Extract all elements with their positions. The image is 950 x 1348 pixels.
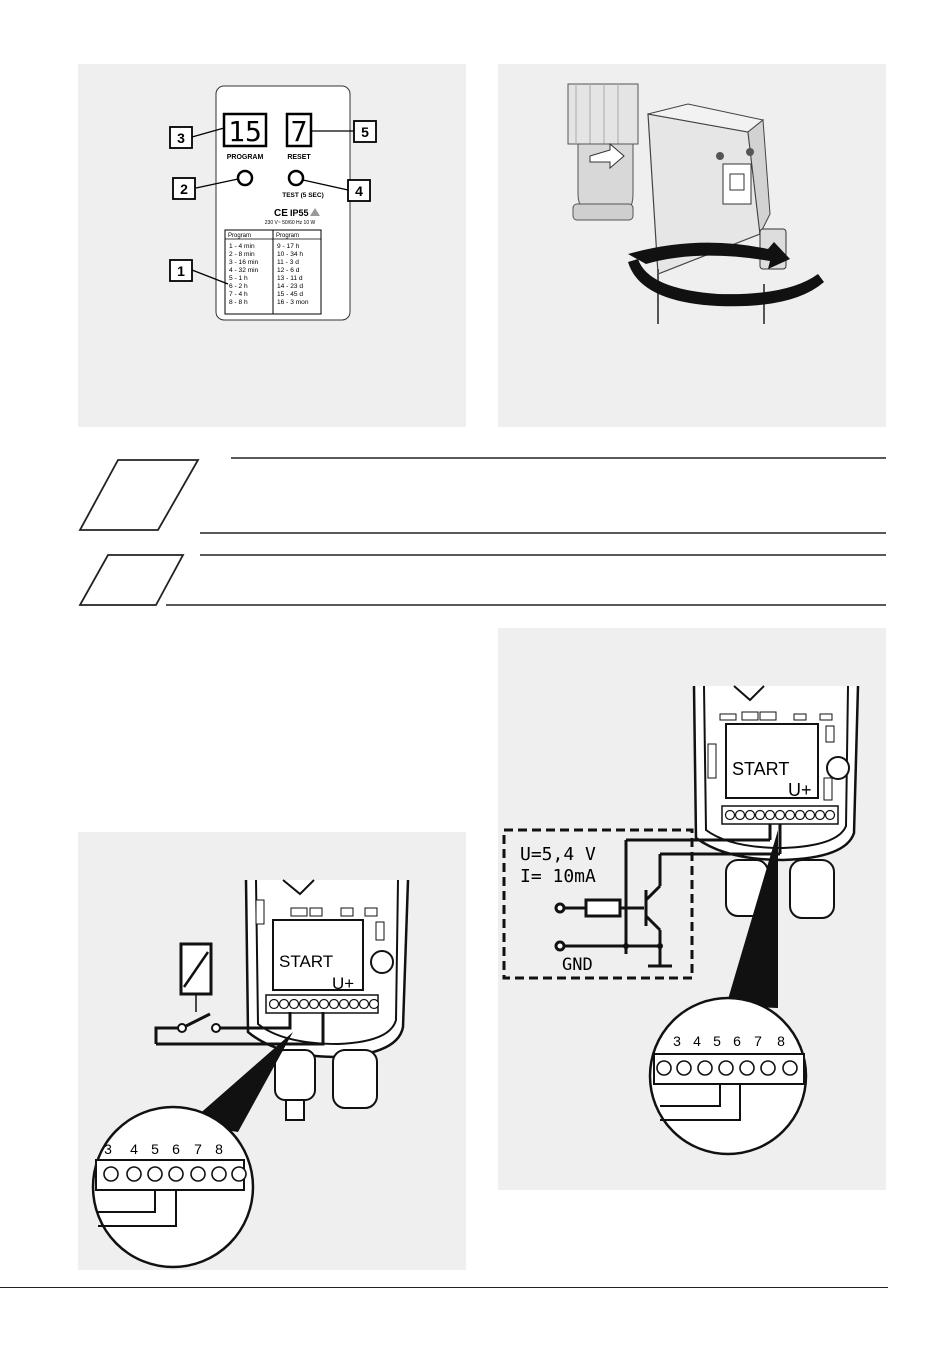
- reset-label: RESET: [287, 154, 311, 161]
- callout-2: 2: [172, 177, 196, 200]
- svg-text:5 - 1 h: 5 - 1 h: [229, 275, 248, 282]
- svg-text:4 - 32 min: 4 - 32 min: [229, 267, 259, 274]
- svg-text:6: 6: [172, 1141, 180, 1157]
- svg-text:1 - 4 min: 1 - 4 min: [229, 243, 255, 250]
- uplus-label: U+: [332, 974, 354, 993]
- switch-contact: [177, 1023, 187, 1033]
- circuit-board: [272, 919, 364, 991]
- rating-label: 230 V~ 50/60 Hz 10 W: [265, 220, 316, 226]
- svg-text:13 - 11 d: 13 - 11 d: [277, 275, 303, 282]
- test-button: [287, 169, 305, 187]
- svg-text:6 - 2 h: 6 - 2 h: [229, 283, 248, 290]
- voltage-label: U=5,4 V: [520, 844, 596, 865]
- svg-text:4: 4: [693, 1033, 701, 1049]
- svg-text:2: 2: [180, 181, 188, 197]
- svg-text:3 - 16 min: 3 - 16 min: [229, 259, 259, 266]
- program-display: [222, 112, 268, 148]
- front-panel-figure: 15 PROGRAM 7 RESET TEST (5 SEC) CE IP55 …: [78, 64, 466, 427]
- svg-text:15 - 45 d: 15 - 45 d: [277, 291, 303, 298]
- cable-gland-right-2: [789, 859, 835, 919]
- svg-text:8: 8: [215, 1141, 223, 1157]
- mounting-figure: [498, 64, 886, 427]
- direction-arrow-icon: [589, 142, 625, 170]
- callout-1: 1: [169, 259, 193, 282]
- footer-rule: [0, 1287, 888, 1288]
- svg-text:12 - 6 d: 12 - 6 d: [277, 267, 300, 274]
- transistor-circuit: [554, 824, 782, 968]
- zoom-indicator: [188, 1032, 293, 1132]
- svg-text:5: 5: [151, 1141, 159, 1157]
- wiring-contact-figure: START U+ 3 4 5 6 7 8: [78, 832, 466, 1270]
- table-right-column: 9 - 17 h 10 - 34 h 11 - 3 d 12 - 6 d 13 …: [277, 243, 309, 306]
- program-display-value: 15: [228, 115, 262, 148]
- svg-text:8: 8: [777, 1033, 785, 1049]
- table-left-column: 1 - 4 min 2 - 8 min 3 - 16 min 4 - 32 mi…: [229, 243, 259, 306]
- note-icon-1: [78, 459, 200, 531]
- callout-5: 5: [353, 120, 377, 143]
- circuit-board-2: [725, 723, 819, 799]
- wiring-transistor-figure: START U+ U=5,4 V I= 10mA GND: [498, 628, 886, 1190]
- callout-4: 4: [347, 179, 371, 202]
- gnd-label: GND: [562, 955, 593, 975]
- svg-text:4: 4: [355, 183, 363, 199]
- program-label: PROGRAM: [227, 154, 264, 161]
- svg-text:4: 4: [130, 1141, 138, 1157]
- svg-text:7: 7: [754, 1033, 762, 1049]
- svg-text:5: 5: [713, 1033, 721, 1049]
- svg-text:1: 1: [177, 263, 185, 279]
- current-label: I= 10mA: [520, 866, 596, 887]
- ce-mark: CE: [274, 208, 288, 219]
- table-header-left: Program: [228, 233, 251, 239]
- svg-text:14 - 23 d: 14 - 23 d: [277, 283, 303, 290]
- callout-3: 3: [169, 126, 193, 149]
- svg-text:7 - 4 h: 7 - 4 h: [229, 291, 248, 298]
- note-rows: [78, 457, 886, 606]
- svg-text:3: 3: [177, 130, 185, 146]
- svg-text:16 - 3 mon: 16 - 3 mon: [277, 299, 309, 306]
- svg-text:5: 5: [361, 124, 369, 140]
- pipe-fitting: [567, 83, 639, 145]
- start-label: START: [279, 952, 333, 971]
- svg-text:7: 7: [194, 1141, 202, 1157]
- svg-text:8 - 8 h: 8 - 8 h: [229, 299, 248, 306]
- cable-gland-right: [332, 1049, 378, 1109]
- terminal-strip: [265, 994, 380, 1014]
- table-header-right: Program: [276, 233, 299, 239]
- cable-gland-left: [274, 1049, 316, 1101]
- note-icon-2: [78, 554, 185, 606]
- start-label-2: START: [732, 759, 789, 779]
- zoom-indicator-2: [726, 830, 778, 1008]
- test-label: TEST (5 SEC): [282, 192, 324, 199]
- svg-text:6: 6: [733, 1033, 741, 1049]
- uplus-label-2: U+: [788, 780, 812, 800]
- svg-text:9 - 17 h: 9 - 17 h: [277, 243, 300, 250]
- svg-text:3: 3: [104, 1141, 112, 1157]
- reset-display: [285, 112, 313, 148]
- svg-text:2 - 8 min: 2 - 8 min: [229, 251, 255, 258]
- rotation-arrow-icon: [628, 242, 790, 269]
- terminal-strip-2: [721, 805, 839, 825]
- svg-text:11 - 3 d: 11 - 3 d: [277, 259, 299, 266]
- svg-text:3: 3: [673, 1033, 681, 1049]
- terminal-zoom-2: 3 4 5 6 7 8: [648, 996, 808, 1156]
- program-button: [236, 169, 254, 187]
- svg-text:10 - 34 h: 10 - 34 h: [277, 251, 303, 258]
- disposal-icon: [310, 208, 320, 216]
- ip-rating: IP55: [290, 208, 309, 218]
- terminal-zoom: 3 4 5 6 7 8: [91, 1105, 255, 1269]
- reset-display-value: 7: [291, 115, 308, 148]
